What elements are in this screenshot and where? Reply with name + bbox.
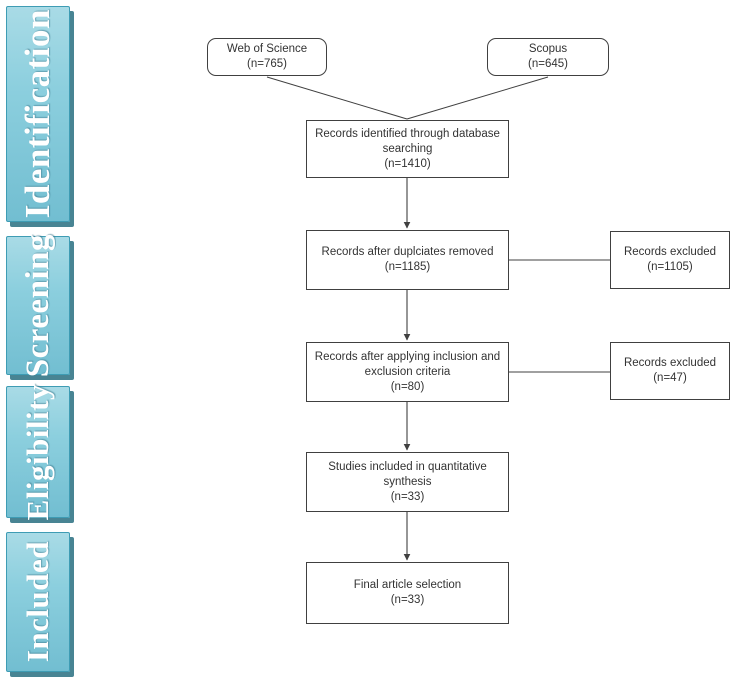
stage-label-identification: Identification xyxy=(18,9,57,219)
node-studies-included-synthesis-line1: Studies included in quantitative xyxy=(328,460,487,473)
stage-label-eligibility: Eligibility xyxy=(20,383,55,521)
node-web-of-science: Web of Science (n=765) xyxy=(207,38,327,76)
connector-scopus-to-identified xyxy=(406,76,549,120)
node-final-article-selection-line1: Final article selection xyxy=(353,579,462,591)
node-records-after-criteria-line1: Records after applying inclusion and xyxy=(314,350,501,363)
stage-banner-screening: Screening xyxy=(6,233,70,378)
node-studies-included-synthesis-line2: synthesis xyxy=(383,475,432,488)
node-studies-included-synthesis: Studies included in quantitative synthes… xyxy=(306,452,509,512)
node-records-excluded-screening-count: (n=1105) xyxy=(647,261,693,273)
node-records-after-duplicates-removed: Records after duplciates removed (n=1185… xyxy=(306,230,509,290)
node-scopus-count: (n=645) xyxy=(528,58,568,70)
node-web-of-science-count: (n=765) xyxy=(247,58,287,70)
node-records-after-criteria: Records after applying inclusion and exc… xyxy=(306,342,509,402)
node-records-identified-line2: searching xyxy=(382,142,433,155)
node-records-excluded-eligibility-count: (n=47) xyxy=(653,372,687,384)
node-records-after-duplicates-removed-line1: Records after duplciates removed xyxy=(321,246,494,258)
node-records-excluded-screening-line1: Records excluded xyxy=(623,246,717,258)
node-final-article-selection: Final article selection (n=33) xyxy=(306,562,509,624)
node-records-excluded-screening: Records excluded (n=1105) xyxy=(610,231,730,289)
node-records-after-duplicates-removed-count: (n=1185) xyxy=(384,261,431,273)
node-records-identified: Records identified through database sear… xyxy=(306,120,509,178)
node-records-excluded-eligibility: Records excluded (n=47) xyxy=(610,342,730,400)
node-studies-included-synthesis-count: (n=33) xyxy=(390,490,425,503)
node-scopus-line1: Scopus xyxy=(528,43,568,55)
stage-label-screening: Screening xyxy=(19,233,56,378)
stage-banner-included: Included xyxy=(6,532,70,672)
node-web-of-science-line1: Web of Science xyxy=(226,43,308,55)
node-scopus: Scopus (n=645) xyxy=(487,38,609,76)
node-records-identified-line1: Records identified through database xyxy=(315,127,500,140)
node-final-article-selection-count: (n=33) xyxy=(390,594,425,606)
node-records-identified-count: (n=1410) xyxy=(384,157,431,170)
node-records-after-criteria-count: (n=80) xyxy=(390,380,425,393)
stage-banner-identification: Identification xyxy=(6,6,70,222)
connector-wos-to-identified xyxy=(266,76,408,120)
stage-banner-eligibility: Eligibility xyxy=(6,383,70,521)
node-records-after-criteria-line2: exclusion criteria xyxy=(364,365,451,378)
node-records-excluded-eligibility-line1: Records excluded xyxy=(623,357,717,369)
stage-label-included: Included xyxy=(20,541,55,663)
